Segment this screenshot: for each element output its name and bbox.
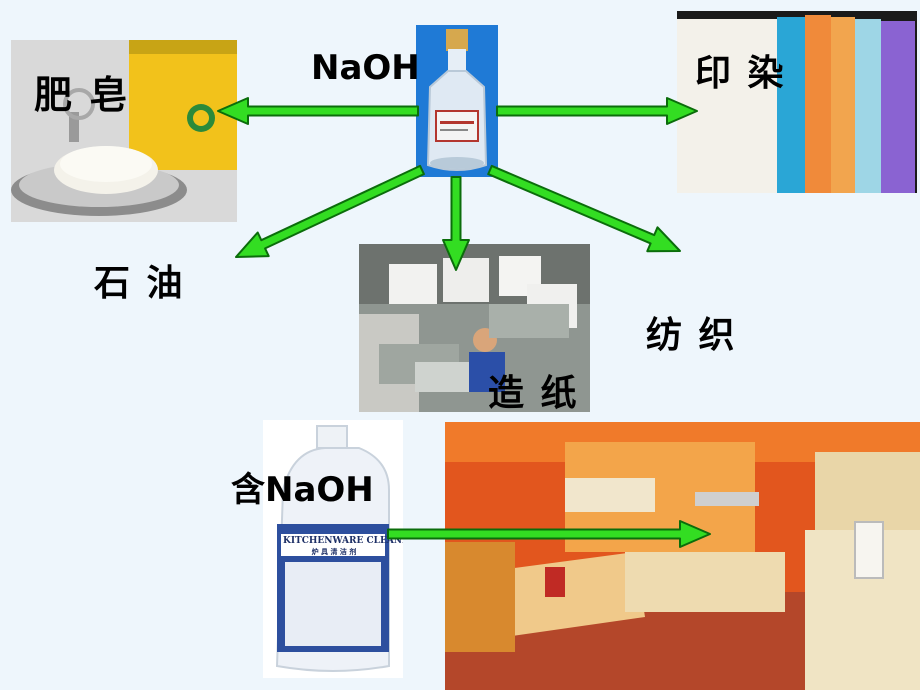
naoh-label: NaOH xyxy=(311,48,420,88)
kitchen-illustration xyxy=(445,422,920,690)
arrow-to-paper xyxy=(442,176,470,271)
reagent-bottle-illustration xyxy=(416,25,498,177)
dyeing-label: 印 染 xyxy=(695,53,786,94)
petroleum-label: 石 油 xyxy=(94,263,185,304)
kitchen-photo xyxy=(445,422,920,690)
cleaner-brand-subtext: 炉 具 清 洁 剂 xyxy=(311,548,357,556)
arrow-to-soap xyxy=(217,97,419,125)
cleaner-bottle-illustration xyxy=(263,420,403,678)
soap-photo xyxy=(11,40,237,222)
cleaner-brand-text: KITCHENWARE CLEANER xyxy=(283,536,403,546)
soap-illustration xyxy=(11,40,237,222)
cleaner-naoh-label: 含NaOH xyxy=(231,470,374,510)
naoh-bottle-photo xyxy=(416,25,498,177)
fabric-photo xyxy=(677,11,917,193)
soap-label: 肥 皂 xyxy=(34,73,130,117)
arrow-to-kitchen xyxy=(387,520,711,548)
arrow-to-petroleum xyxy=(235,164,425,258)
cleaner-bottle-photo: KITCHENWARE CLEANER 炉 具 清 洁 剂 xyxy=(263,420,403,678)
arrow-to-dyeing xyxy=(496,97,698,125)
fabric-illustration xyxy=(677,11,917,193)
arrow-to-textile xyxy=(487,164,681,253)
paper-label: 造 纸 xyxy=(488,373,579,414)
textile-label: 纺 织 xyxy=(646,315,737,356)
paper-mill-photo xyxy=(359,244,590,412)
paper-mill-illustration xyxy=(359,244,590,412)
